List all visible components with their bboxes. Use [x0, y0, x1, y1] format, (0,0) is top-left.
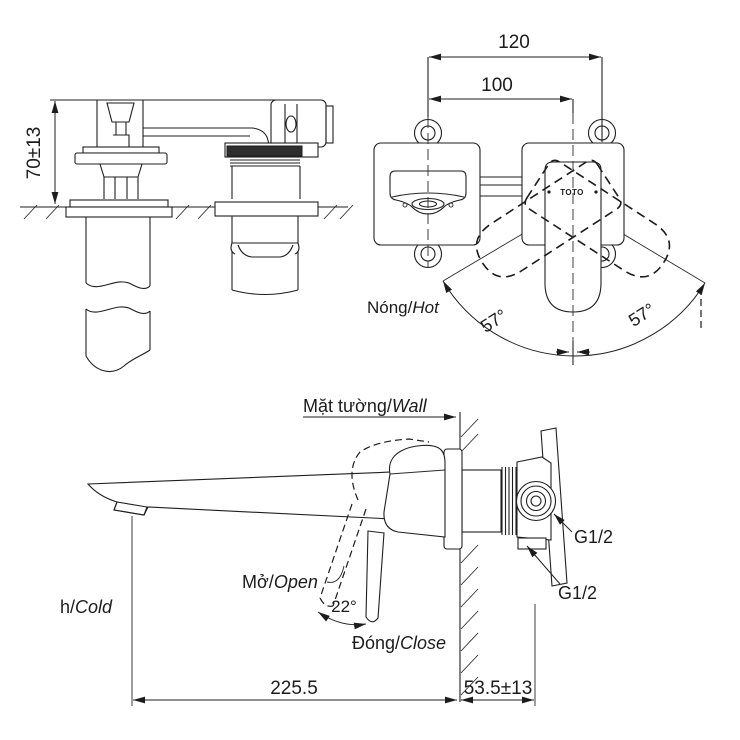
- svg-text:G1/2: G1/2: [558, 583, 597, 603]
- dimension-225: 225.5: [131, 516, 536, 706]
- spout-outlet-front: [389, 170, 467, 215]
- brand-logo: TOTO: [560, 188, 584, 197]
- valve-in-wall: [461, 427, 568, 587]
- svg-text:Mở/Open: Mở/Open: [242, 572, 318, 592]
- hot-label: Nóng/Hot: [367, 298, 440, 317]
- spout-side: [86, 471, 393, 520]
- svg-text:Mặt tường/Wall: Mặt tường/Wall: [303, 396, 428, 416]
- dimension-70: 70±13: [24, 101, 59, 204]
- dim-100-label: 100: [481, 75, 513, 96]
- cold-label: h/Cold: [60, 597, 113, 617]
- lever-open-dashed: [319, 438, 430, 607]
- svg-text:G1/2: G1/2: [574, 527, 613, 547]
- dimension-120: 120: [429, 32, 601, 61]
- wall-hatch-top-view: [23, 204, 354, 220]
- faucet-body-side: [365, 444, 446, 623]
- dim-70-label: 70±13: [24, 127, 45, 180]
- dim-120-label: 120: [498, 32, 530, 53]
- lever-closed: [365, 530, 385, 623]
- thread-label-top: G1/2: [553, 513, 613, 547]
- dim-53-label: 53.5±13: [464, 678, 533, 699]
- handle-swing-left: [524, 159, 671, 278]
- dimension-100: 100: [429, 75, 572, 103]
- side-view: 22° Mặt tường/Wall G1/2 G1/2 Mở/Open Đón…: [60, 396, 613, 706]
- dim-225-label: 225.5: [270, 678, 318, 699]
- thread-label-bottom: G1/2: [526, 545, 597, 603]
- front-view: TOTO 120 100 57° 57° Nóng/Hot: [367, 32, 706, 368]
- swing-angle-left-label: 57°: [477, 305, 511, 336]
- open-angle-label: 22°: [331, 597, 357, 616]
- handle-swing-right: [475, 159, 622, 278]
- open-angle: 22°: [317, 597, 367, 630]
- dimension-53: 53.5±13: [461, 678, 534, 704]
- top-plan-view: 70±13: [20, 99, 354, 372]
- close-label: Đóng/Close: [352, 633, 446, 653]
- wall-label: Mặt tường/Wall: [303, 396, 456, 421]
- swing-angle-right-label: 57°: [625, 299, 659, 330]
- open-label: Mở/Open: [242, 565, 345, 592]
- wall-hatch-side-view: [460, 418, 479, 696]
